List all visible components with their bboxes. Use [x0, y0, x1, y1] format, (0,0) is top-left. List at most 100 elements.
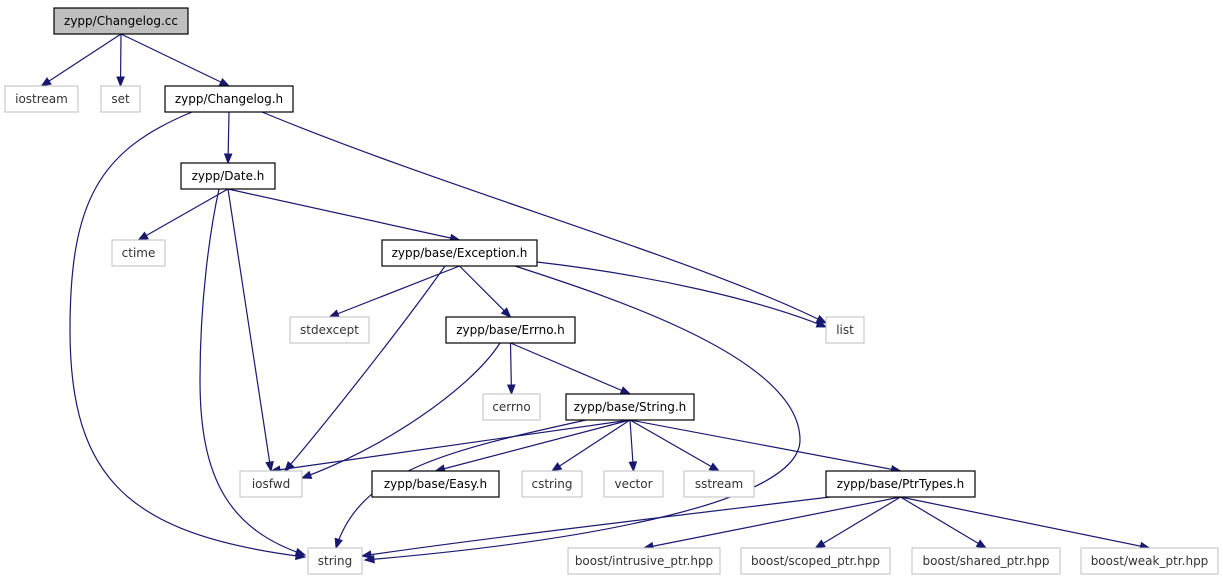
edge-string_h-to-ptrtypes_h — [629, 419, 901, 472]
edge-date_h-to-string — [199, 188, 306, 556]
node-changelog-cc[interactable]: zypp/Changelog.cc — [53, 7, 189, 35]
node-label: iosfwd — [252, 477, 290, 491]
edge-ptrtypes_h-to-weak_ptr — [900, 496, 1150, 549]
edge-errno_h-to-iosfwd — [301, 342, 501, 479]
node-intrusive-ptr: boost/intrusive_ptr.hpp — [567, 547, 721, 575]
node-scoped-ptr: boost/scoped_ptr.hpp — [740, 547, 891, 575]
edge-changelog_h-to-string — [69, 111, 306, 558]
edge-changelog_cc-to-changelog_h — [120, 33, 230, 87]
node-label: boost/shared_ptr.hpp — [923, 554, 1050, 568]
edge-ptrtypes_h-to-shared_ptr — [900, 496, 987, 549]
arrowhead — [814, 539, 826, 549]
arrowhead — [334, 537, 343, 550]
node-exception-h[interactable]: zypp/base/Exception.h — [381, 239, 538, 267]
node-sstream: sstream — [683, 470, 755, 498]
arrowhead — [815, 319, 828, 328]
node-box — [521, 470, 583, 498]
node-label: zypp/Date.h — [192, 169, 265, 183]
node-box — [180, 162, 276, 190]
node-label: zypp/base/Errno.h — [456, 323, 565, 337]
node-label: list — [836, 323, 854, 337]
edge-exception_h-to-errno_h — [459, 265, 511, 318]
node-iostream: iostream — [4, 85, 79, 113]
node-errno-h[interactable]: zypp/base/Errno.h — [445, 316, 576, 344]
node-stdexcept: stdexcept — [289, 316, 370, 344]
node-list: list — [825, 316, 865, 344]
edge-ptrtypes_h-to-intrusive_ptr — [643, 496, 901, 549]
edge-ptrtypes_h-to-scoped_ptr — [815, 496, 901, 549]
edge-string_h-to-sstream — [629, 419, 720, 472]
node-box — [307, 547, 363, 575]
node-box — [289, 316, 370, 344]
node-box — [445, 316, 576, 344]
arrowhead — [628, 461, 638, 473]
node-label: zypp/base/String.h — [574, 400, 687, 414]
node-date-h[interactable]: zypp/Date.h — [180, 162, 276, 190]
node-cstring: cstring — [521, 470, 583, 498]
node-box — [565, 393, 695, 421]
edges-layer — [40, 33, 1151, 564]
edge-string_h-to-string — [335, 419, 587, 549]
node-label: cerrno — [492, 400, 530, 414]
node-vector: vector — [603, 470, 664, 498]
node-label: boost/scoped_ptr.hpp — [751, 554, 880, 568]
edge-ptrtypes_h-to-string — [361, 496, 831, 557]
arrowhead — [116, 76, 125, 88]
node-box — [567, 547, 721, 575]
arrowhead — [223, 153, 233, 165]
node-label: zypp/base/Easy.h — [384, 477, 487, 491]
node-box — [4, 85, 79, 113]
edge-date_h-to-ctime — [138, 188, 229, 241]
node-box — [683, 470, 755, 498]
node-changelog-h[interactable]: zypp/Changelog.h — [164, 85, 294, 113]
node-weak-ptr: boost/weak_ptr.hpp — [1080, 547, 1219, 575]
node-string-h[interactable]: zypp/base/String.h — [565, 393, 695, 421]
node-iosfwd: iosfwd — [239, 470, 303, 498]
edge-exception_h-to-string — [364, 265, 801, 561]
node-box — [381, 239, 538, 267]
arrowhead — [218, 77, 231, 87]
node-ptrtypes-h[interactable]: zypp/base/PtrTypes.h — [825, 470, 976, 498]
edge-string_h-to-iosfwd — [270, 419, 631, 472]
edge-errno_h-to-string_h — [510, 342, 631, 395]
node-ctime: ctime — [111, 239, 166, 267]
node-label: vector — [614, 477, 652, 491]
node-label: zypp/base/Exception.h — [392, 246, 528, 260]
edge-string_h-to-cstring — [551, 419, 631, 472]
arrowhead — [300, 470, 313, 479]
arrowhead — [40, 77, 52, 87]
node-cerrno: cerrno — [482, 393, 541, 421]
node-box — [482, 393, 541, 421]
edge-exception_h-to-iosfwd — [284, 265, 446, 472]
node-box — [239, 470, 303, 498]
node-box — [825, 316, 865, 344]
node-box — [825, 470, 976, 498]
node-box — [111, 239, 166, 267]
node-string: string — [307, 547, 363, 575]
node-box — [740, 547, 891, 575]
node-set: set — [100, 85, 141, 113]
node-label: boost/intrusive_ptr.hpp — [575, 554, 713, 568]
node-label: ctime — [122, 246, 156, 260]
node-box — [1080, 547, 1219, 575]
node-label: cstring — [531, 477, 572, 491]
arrowhead — [360, 550, 373, 559]
arrowhead — [975, 539, 988, 549]
edge-date_h-to-iosfwd — [227, 188, 272, 472]
arrowhead — [619, 386, 632, 395]
arrowhead — [137, 231, 149, 241]
node-easy-h[interactable]: zypp/base/Easy.h — [371, 470, 500, 498]
node-label: zypp/base/PtrTypes.h — [837, 477, 964, 491]
node-box — [164, 85, 294, 113]
node-label: set — [111, 92, 130, 106]
edge-string_h-to-easy_h — [435, 419, 631, 472]
node-label: zypp/Changelog.h — [175, 92, 283, 106]
node-label: iostream — [15, 92, 68, 106]
node-box — [100, 85, 141, 113]
arrowhead — [294, 547, 307, 557]
nodes-layer: zypp/Changelog.cc iostream set zypp/Changel… — [4, 7, 1219, 575]
arrowhead — [265, 460, 274, 473]
node-shared-ptr: boost/shared_ptr.hpp — [911, 547, 1061, 575]
node-box — [53, 7, 189, 35]
